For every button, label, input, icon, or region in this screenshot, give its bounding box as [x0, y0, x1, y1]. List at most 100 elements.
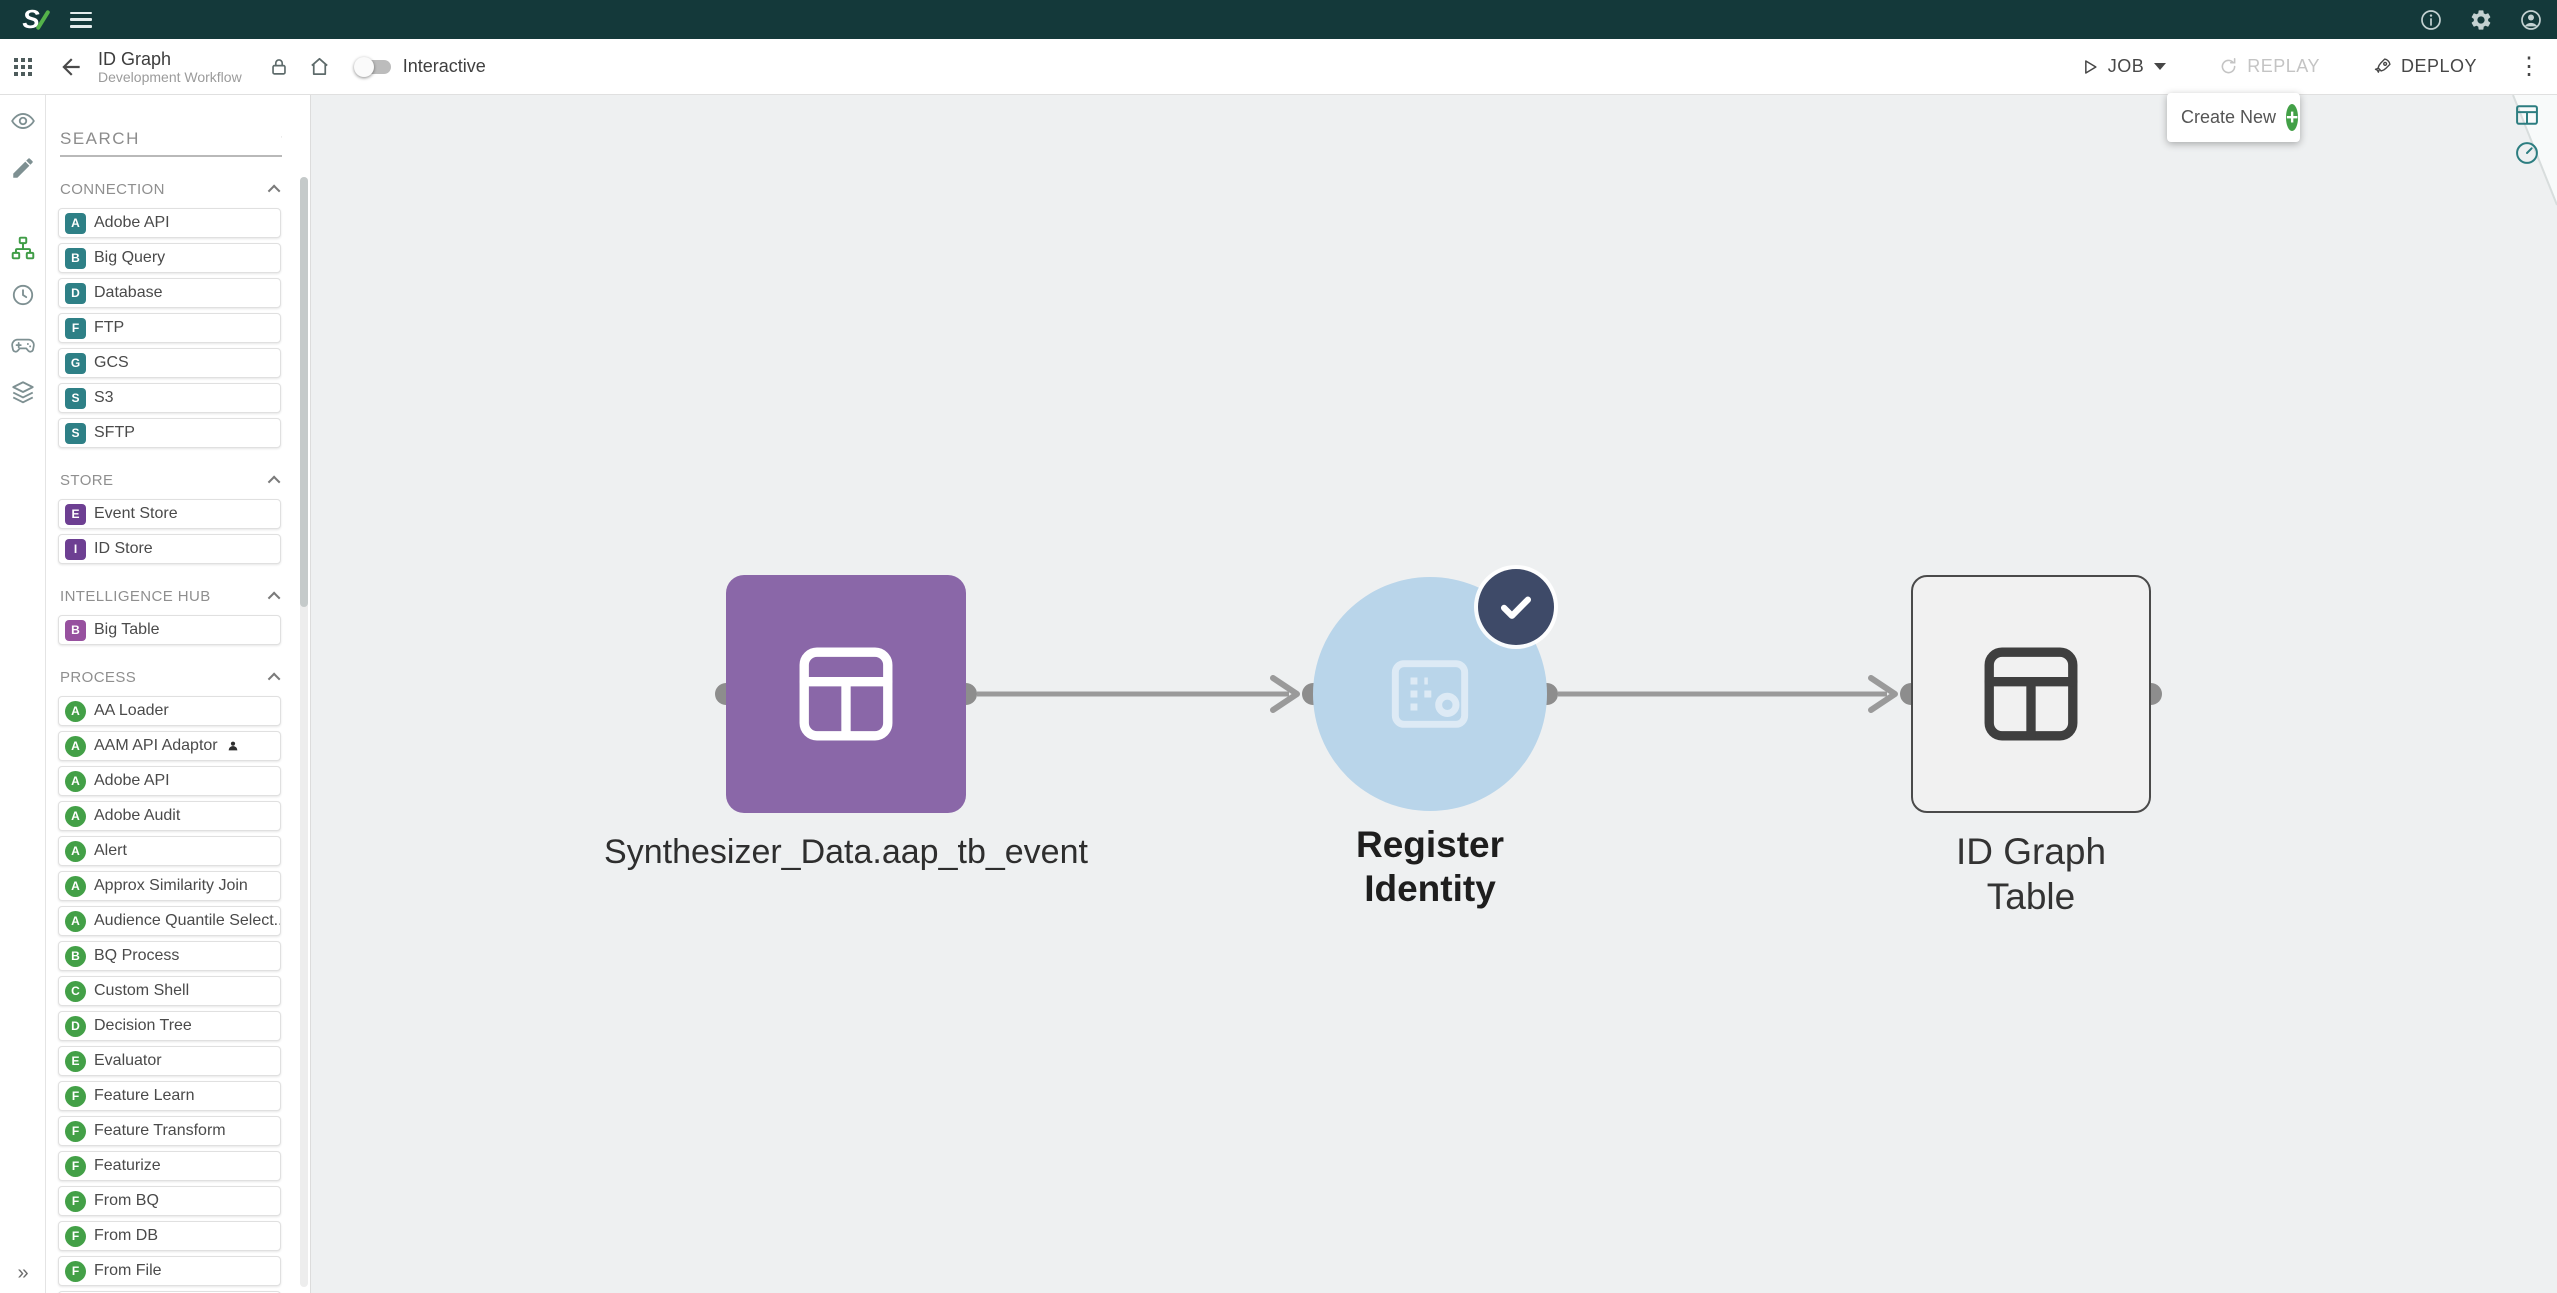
page-title: ID Graph — [98, 48, 172, 69]
sidebar-item-label: Evaluator — [94, 1052, 162, 1069]
sidebar-scrollbar-thumb[interactable] — [300, 177, 308, 607]
replay-icon — [2221, 58, 2236, 74]
job-dropdown-menu: Create New + — [2167, 93, 2300, 142]
palette-item[interactable]: A AAM API Adaptor — [58, 731, 281, 761]
workflow-canvas[interactable]: Synthesizer_Data.aap_tb_event Register I… — [311, 95, 2557, 1293]
chevron-up-icon[interactable] — [267, 475, 281, 489]
palette-item[interactable]: A Approx Similarity Join — [58, 871, 281, 901]
identity-card-icon — [1391, 660, 1469, 728]
status-badge-completed — [1478, 569, 1554, 645]
palette-item[interactable]: A Alert — [58, 836, 281, 866]
palette-item[interactable]: F Featurize — [58, 1151, 281, 1181]
item-type-icon: E — [65, 1050, 86, 1072]
palette-item[interactable]: D Database — [58, 278, 281, 308]
edit-pencil-icon[interactable] — [10, 155, 36, 181]
back-arrow-icon[interactable] — [58, 54, 84, 80]
plus-icon[interactable]: + — [2286, 104, 2299, 131]
deploy-button-label: DEPLOY — [2400, 56, 2477, 76]
replay-button[interactable]: REPLAY — [2218, 56, 2320, 77]
palette-section: STORE E Event Store I ID Store — [46, 472, 310, 564]
search-input[interactable] — [60, 129, 281, 149]
palette-item[interactable]: B Big Query — [58, 243, 281, 273]
interactive-toggle[interactable] — [353, 56, 391, 77]
layers-stack-icon[interactable] — [10, 379, 36, 405]
item-type-icon: F — [65, 317, 86, 339]
gauge-icon[interactable] — [2513, 139, 2541, 167]
section-items: A Adobe API B Big Query D Database F FTP… — [46, 208, 310, 448]
palette-item[interactable]: A Adobe API — [58, 766, 281, 796]
palette-item[interactable]: A AA Loader — [58, 696, 281, 726]
sidebar-item-label: SFTP — [94, 424, 135, 441]
app-logo[interactable]: S — [14, 4, 51, 35]
arrowhead-icon — [1868, 675, 1898, 713]
more-options-kebab-icon[interactable]: ⋮ — [2517, 52, 2541, 80]
workflow-flow-icon-active[interactable] — [10, 235, 36, 261]
section-header-label: INTELLIGENCE HUB — [60, 588, 211, 605]
table-layout-icon — [1984, 647, 2078, 741]
palette-item[interactable]: I ID Store — [58, 534, 281, 564]
palette-item[interactable]: C Custom Shell — [58, 976, 281, 1006]
sidebar-item-label: From File — [94, 1262, 162, 1279]
item-type-icon: A — [65, 840, 86, 862]
replay-button-label: REPLAY — [2247, 56, 2320, 76]
item-type-icon: I — [65, 538, 86, 560]
panel-layout-icon[interactable] — [2513, 101, 2541, 129]
lock-icon[interactable] — [268, 56, 290, 78]
palette-item[interactable]: B BQ Process — [58, 941, 281, 971]
palette-item[interactable]: B Big Table — [58, 615, 281, 645]
node-synthesizer-data[interactable] — [726, 575, 966, 813]
menu-item-create-new[interactable]: Create New — [2181, 107, 2277, 127]
palette-item[interactable]: S SFTP — [58, 418, 281, 448]
settings-gear-icon[interactable] — [2469, 8, 2493, 32]
palette-item[interactable]: F From BQ — [58, 1186, 281, 1216]
item-type-icon: S — [65, 422, 86, 444]
item-type-icon: A — [65, 910, 86, 932]
history-clock-icon[interactable] — [10, 282, 36, 308]
sidebar-item-label: ID Store — [94, 540, 153, 557]
home-icon[interactable] — [308, 55, 331, 78]
job-button[interactable]: JOB — [2080, 56, 2167, 77]
sidebar-item-label: BQ Process — [94, 947, 180, 964]
palette-section: INTELLIGENCE HUB B Big Table — [46, 588, 310, 645]
apps-grid-icon[interactable] — [0, 55, 46, 79]
palette-item[interactable]: F FTP — [58, 313, 281, 343]
sidebar-item-label: GCS — [94, 354, 129, 371]
palette-section: PROCESS A AA Loader A AAM API Adaptor A … — [46, 669, 310, 1293]
palette-item[interactable]: G GCS — [58, 348, 281, 378]
palette-item[interactable]: A Adobe API — [58, 208, 281, 238]
palette-item[interactable]: D Decision Tree — [58, 1011, 281, 1041]
info-icon[interactable] — [2419, 8, 2443, 32]
chevron-up-icon[interactable] — [267, 184, 281, 198]
palette-item[interactable]: S S3 — [58, 383, 281, 413]
sidebar-item-label: Alert — [94, 842, 127, 859]
chevron-up-icon[interactable] — [267, 672, 281, 686]
palette-item[interactable]: A Audience Quantile Select... — [58, 906, 281, 936]
search-icon[interactable] — [281, 125, 282, 149]
account-icon[interactable] — [2519, 8, 2543, 32]
hamburger-menu-icon[interactable] — [70, 11, 92, 28]
palette-item[interactable]: F Feature Transform — [58, 1116, 281, 1146]
preview-eye-icon[interactable] — [10, 108, 36, 134]
sidebar-item-label: Featurize — [94, 1157, 161, 1174]
sidebar-scrollbar-track — [300, 177, 308, 1287]
top-bar: S — [0, 0, 2557, 39]
controller-icon[interactable] — [10, 331, 36, 357]
sidebar-item-label: AAM API Adaptor — [94, 737, 218, 754]
section-header[interactable]: STORE — [60, 472, 281, 489]
sidebar-item-label: Decision Tree — [94, 1017, 192, 1034]
section-header[interactable]: INTELLIGENCE HUB — [60, 588, 281, 605]
node-id-graph-table[interactable] — [1911, 575, 2151, 813]
palette-item[interactable]: E Evaluator — [58, 1046, 281, 1076]
palette-item[interactable]: A Adobe Audit — [58, 801, 281, 831]
chevron-up-icon[interactable] — [267, 591, 281, 605]
deploy-button[interactable]: DEPLOY — [2372, 56, 2477, 77]
sidebar-item-label: Adobe API — [94, 214, 170, 231]
palette-item[interactable]: F From DB — [58, 1221, 281, 1251]
node-label-register-identity: Register Identity — [1355, 824, 1505, 909]
palette-item[interactable]: E Event Store — [58, 499, 281, 529]
palette-item[interactable]: F Feature Learn — [58, 1081, 281, 1111]
expand-panel-chevrons-icon[interactable]: » — [17, 1262, 29, 1284]
section-header[interactable]: PROCESS — [60, 669, 281, 686]
section-header[interactable]: CONNECTION — [60, 181, 281, 198]
palette-item[interactable]: F From File — [58, 1256, 281, 1286]
